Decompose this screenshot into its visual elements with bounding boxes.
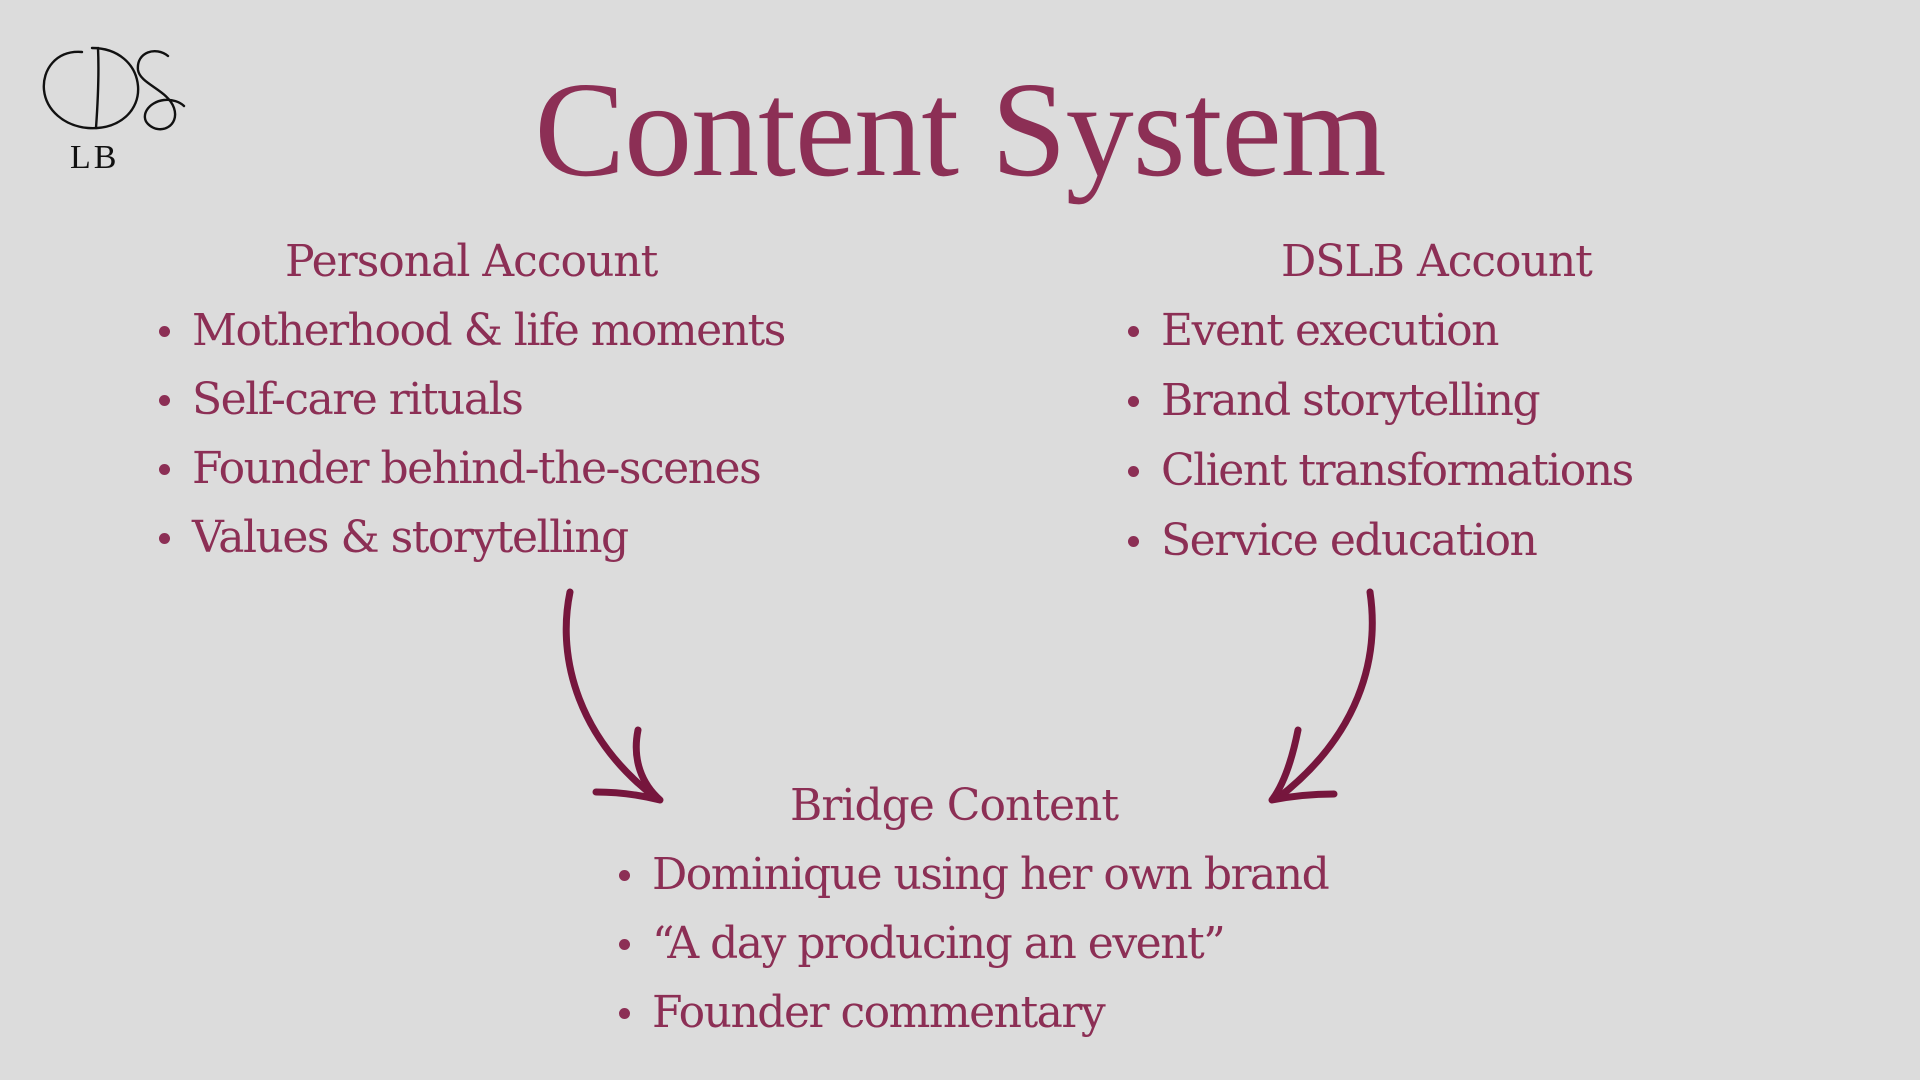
- personal-account-section: Personal Account Motherhood & life momen…: [159, 236, 786, 585]
- bullet-dot-icon: [159, 326, 170, 337]
- list-item-text: Brand storytelling: [1161, 375, 1541, 426]
- list-item-text: “A day producing an event”: [652, 918, 1226, 969]
- list-item-text: Event execution: [1161, 305, 1499, 356]
- svg-text:LB: LB: [70, 139, 119, 176]
- list-item: “A day producing an event”: [619, 922, 1328, 991]
- dslb-account-section: DSLB Account Event execution Brand story…: [1128, 236, 1634, 589]
- logo-monogram: LB: [42, 46, 186, 176]
- bridge-content-section: Bridge Content Dominique using her own b…: [619, 780, 1330, 1060]
- list-item: Founder commentary: [619, 991, 1328, 1060]
- bullet-dot-icon: [1128, 466, 1139, 477]
- list-item-text: Self-care rituals: [192, 374, 524, 425]
- bullet-dot-icon: [1128, 326, 1139, 337]
- bullet-dot-icon: [619, 939, 630, 950]
- bullet-dot-icon: [159, 533, 170, 544]
- list-item: Self-care rituals: [159, 378, 785, 447]
- curved-arrow-down-left-icon: [1268, 588, 1376, 804]
- list-item-text: Dominique using her own brand: [652, 849, 1330, 900]
- dslb-account-list: Event execution Brand storytelling Clien…: [1128, 309, 1634, 589]
- personal-account-list: Motherhood & life moments Self-care ritu…: [159, 309, 786, 585]
- list-item: Founder behind-the-scenes: [159, 447, 785, 516]
- list-item-text: Founder commentary: [652, 987, 1106, 1038]
- bullet-dot-icon: [1128, 536, 1139, 547]
- bridge-content-heading: Bridge Content: [790, 780, 1119, 831]
- bullet-dot-icon: [1128, 396, 1139, 407]
- curved-arrow-down-right-icon: [562, 588, 664, 804]
- list-item: Dominique using her own brand: [619, 853, 1330, 922]
- list-item: Brand storytelling: [1128, 379, 1633, 449]
- list-item-text: Service education: [1161, 515, 1538, 566]
- list-item: Client transformations: [1128, 449, 1634, 519]
- bullet-dot-icon: [159, 395, 170, 406]
- list-item-text: Client transformations: [1161, 445, 1634, 496]
- bridge-content-list: Dominique using her own brand “A day pro…: [619, 853, 1330, 1060]
- list-item: Event execution: [1128, 309, 1633, 379]
- list-item: Service education: [1128, 519, 1633, 589]
- dslb-account-heading: DSLB Account: [1281, 236, 1593, 287]
- bullet-dot-icon: [159, 464, 170, 475]
- page-title: Content System: [534, 55, 1386, 205]
- list-item-text: Values & storytelling: [192, 512, 629, 563]
- personal-account-heading: Personal Account: [285, 236, 658, 287]
- list-item-text: Founder behind-the-scenes: [192, 443, 762, 494]
- list-item: Values & storytelling: [159, 516, 785, 585]
- list-item-text: Motherhood & life moments: [192, 305, 786, 356]
- list-item: Motherhood & life moments: [159, 309, 786, 378]
- bullet-dot-icon: [619, 870, 630, 881]
- bullet-dot-icon: [619, 1008, 630, 1019]
